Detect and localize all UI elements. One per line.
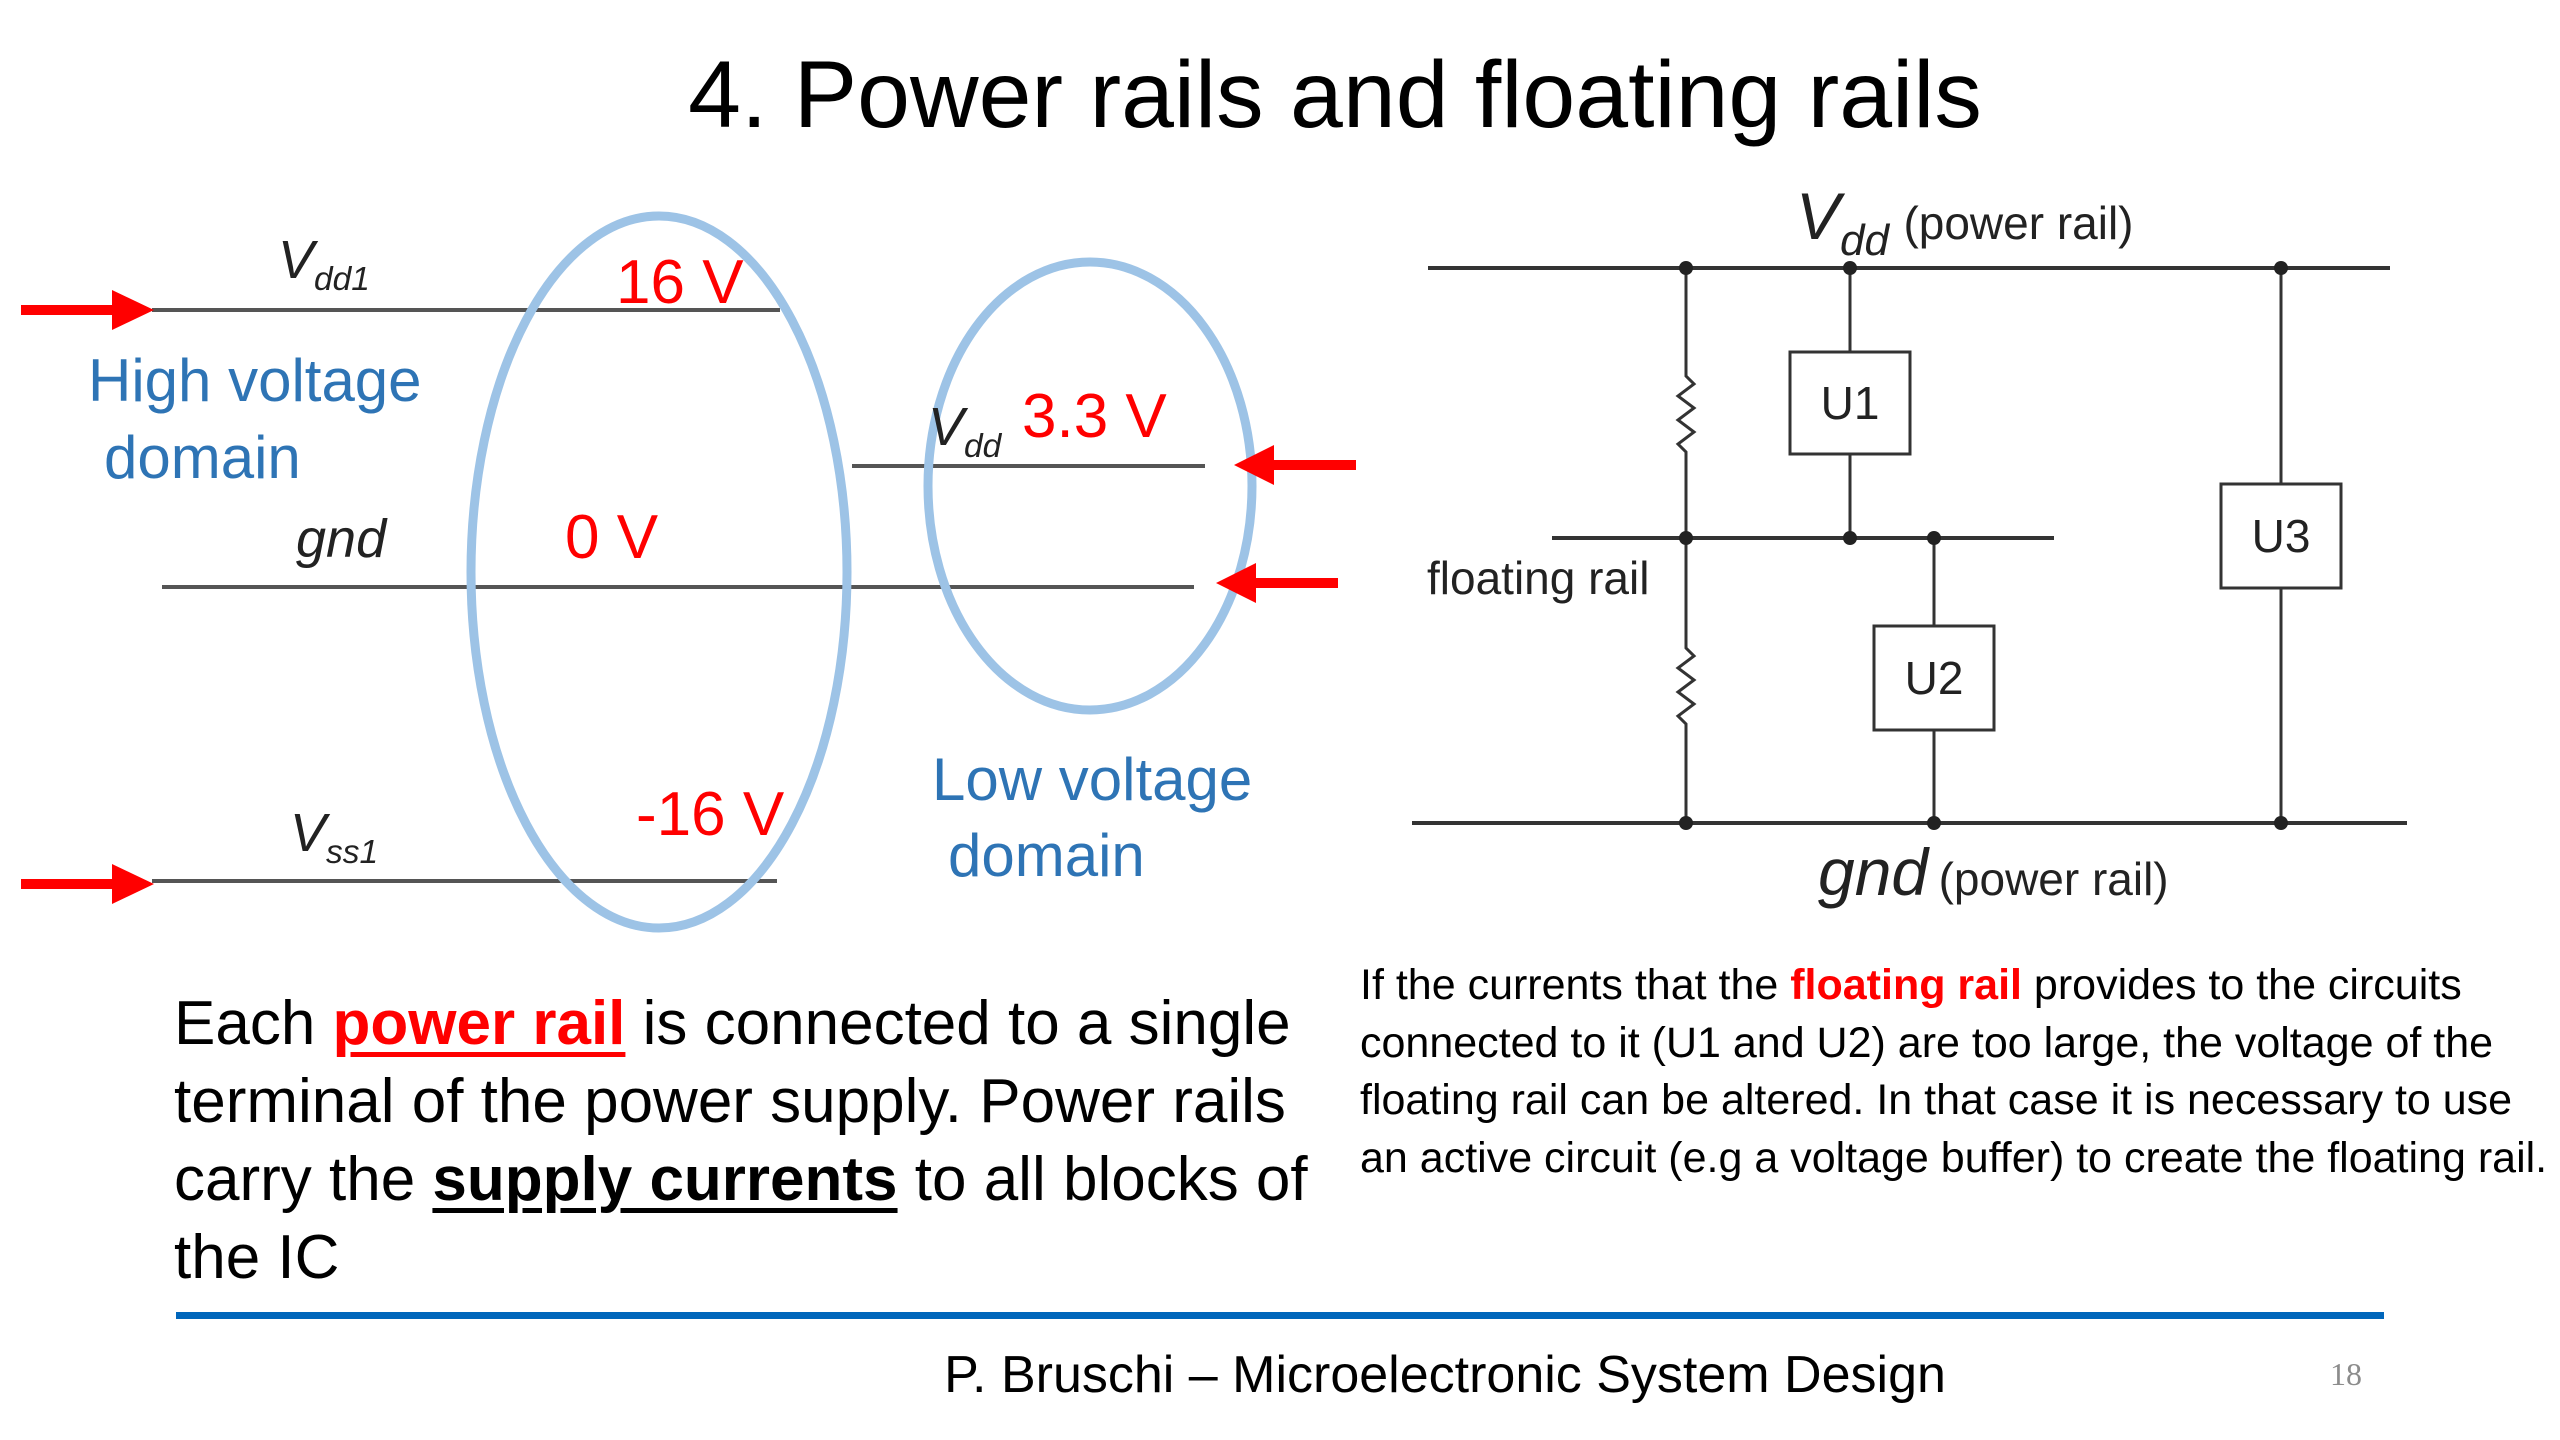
footer-divider (176, 1312, 2384, 1319)
low-voltage-domain-line2: domain (948, 822, 1145, 889)
resistor-top-icon (1675, 268, 1697, 538)
power-rail-emphasis: power rail (332, 989, 626, 1058)
vdd-low-label-sub: dd (964, 427, 1002, 465)
u1-label: U1 (1820, 377, 1880, 429)
vdd-low-label-main: V (928, 397, 965, 457)
vdd1-voltage: 16 V (616, 248, 744, 317)
text-run: Each (174, 989, 333, 1058)
gnd-voltage: 0 V (565, 503, 659, 572)
vdd1-label-main: V (278, 230, 315, 290)
vss1-label: Vss1 (290, 803, 379, 871)
floating-rail-explanation: If the currents that the floating rail p… (1360, 957, 2550, 1187)
u2-label: U2 (1904, 652, 1964, 704)
text-run: If the currents that the (1360, 961, 1791, 1009)
supply-currents-emphasis: supply currents (432, 1145, 898, 1214)
vdd1-label: Vdd1 (278, 230, 370, 298)
gnd-power-rail-label: gnd (power rail) (1818, 834, 2169, 910)
gnd-power-rail-main: gnd (1818, 835, 1929, 909)
power-rail-explanation: Each power rail is connected to a single… (174, 985, 1374, 1297)
low-voltage-domain-ellipse (923, 257, 1257, 715)
text-run: provides to the circuits connected to it… (1360, 961, 2548, 1182)
text-run: is connected to a single terminal of the… (174, 989, 1291, 1214)
gnd-label: gnd (296, 509, 387, 569)
left-rails (152, 308, 1205, 883)
vdd-low-voltage: 3.3 V (1022, 382, 1167, 451)
vss1-label-sub: ss1 (326, 833, 379, 871)
arrow-vss1-icon (21, 864, 154, 904)
vss1-label-main: V (290, 803, 327, 863)
vdd-power-rail-sub: dd (1840, 216, 1889, 265)
vdd-low-label: Vdd (928, 397, 1002, 465)
u2-block (1872, 624, 1996, 732)
floating-rail-emphasis: floating rail (1790, 961, 2022, 1009)
arrow-vdd-low-icon (1234, 445, 1356, 485)
arrow-vdd1-icon (21, 290, 154, 330)
u1-block (1788, 350, 1912, 456)
low-voltage-domain-line1: Low voltage (932, 746, 1253, 813)
arrow-gnd-low-icon (1216, 563, 1338, 603)
high-voltage-domain-ellipse (466, 211, 852, 933)
high-voltage-domain-line1: High voltage (88, 347, 422, 414)
u3-label: U3 (2251, 510, 2311, 562)
vdd1-label-sub: dd1 (314, 260, 370, 298)
page-number: 18 (2330, 1356, 2362, 1392)
gnd-power-rail-note: (power rail) (1938, 853, 2169, 905)
footer-author-course: P. Bruschi – Microelectronic System Desi… (944, 1346, 1946, 1404)
floating-rail-label: floating rail (1427, 552, 1650, 604)
vss1-voltage: -16 V (636, 780, 785, 849)
slide-title: 4. Power rails and floating rails (688, 42, 1982, 148)
circuit-nodes (1679, 261, 2288, 830)
circuit-schematic (1412, 266, 2407, 825)
vdd-power-rail-main: V (1796, 179, 1841, 253)
u3-block (2219, 482, 2343, 590)
high-voltage-domain-line2: domain (104, 424, 301, 491)
resistor-bottom-icon (1675, 538, 1697, 823)
vdd-power-rail-note: (power rail) (1903, 197, 2134, 249)
vdd-power-rail-label: Vdd (power rail) (1796, 178, 2134, 265)
text-run: to all blocks of the IC (174, 1145, 1308, 1292)
